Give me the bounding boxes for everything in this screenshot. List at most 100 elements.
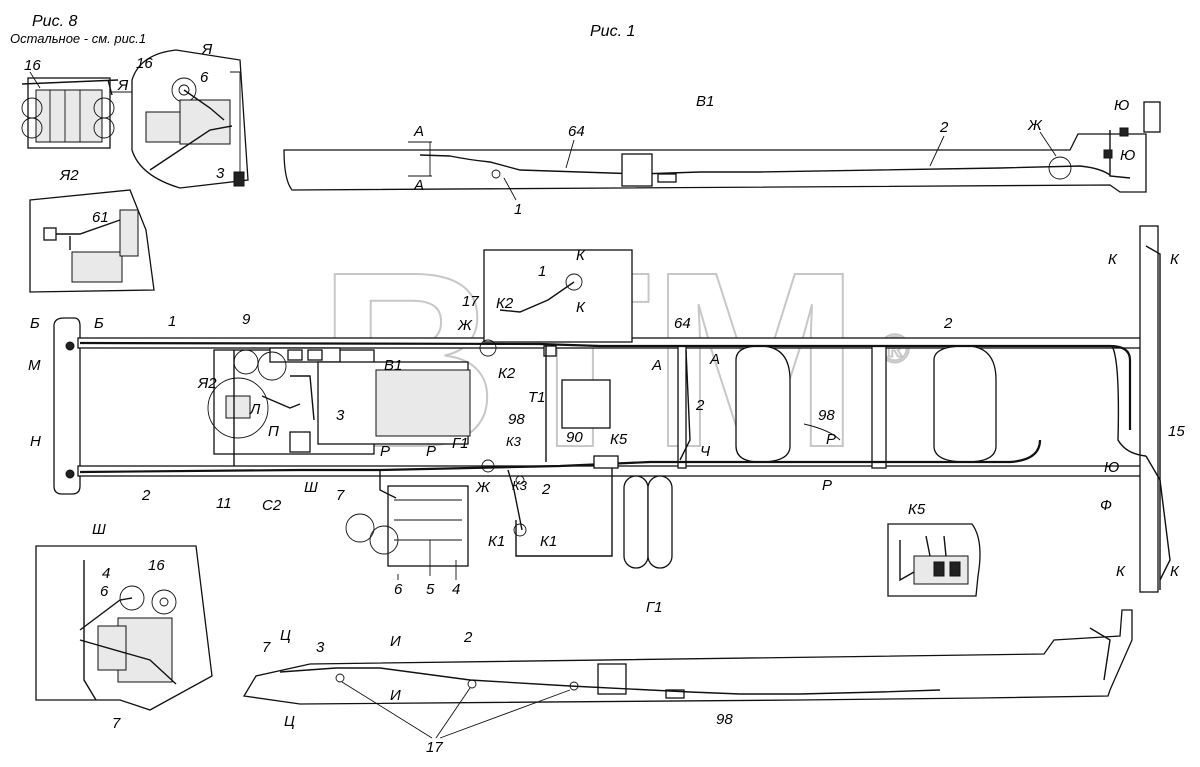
callout-3-c: 3 [316,639,325,656]
section-mark-t1: Т1 [528,389,546,406]
callout-7-b: 7 [112,715,121,732]
callout-3-a: 3 [216,165,225,182]
callout-2-d: 2 [695,397,705,414]
callout-64-b: 64 [674,315,691,332]
view-ya2-title: Я2 [59,167,79,184]
section-mark-a-2: А [413,177,424,194]
callout-90: 90 [566,429,583,446]
section-mark-p: П [268,423,279,440]
section-mark-ts-a: Ц [280,627,291,644]
callout-98-b: 98 [818,407,835,424]
section-mark-zh-c: Ж [475,479,491,496]
callout-1-a: 1 [514,201,522,218]
section-mark-r-1: Р [380,443,390,460]
view-g1-title: Г1 [646,599,663,616]
section-mark-f: Ф [1100,497,1112,514]
section-mark-yu-b: Ю [1120,147,1135,164]
callout-11: 11 [216,495,232,512]
section-mark-zh-b: Ж [457,317,473,334]
section-mark-r-3: Р [826,431,836,448]
callout-16-c: 16 [148,557,165,574]
section-mark-k2-b: К2 [498,365,516,382]
callout-5-a: 5 [426,581,435,598]
callout-16-a: 16 [24,57,41,74]
fig1-title: Рис. 1 [590,23,635,40]
section-mark-g1: Г1 [452,435,469,452]
callout-7-a: 7 [336,487,345,504]
view-ya-detail: Я 16 Я 16 6 3 [21,41,249,189]
section-mark-m: М [28,357,41,374]
section-mark-ch: Ч [700,443,711,460]
callout-4-b: 4 [102,565,110,582]
section-mark-zh-a: Ж [1027,117,1043,134]
section-mark-k1-b: К1 [540,533,557,550]
section-mark-k2-a: К2 [496,295,514,312]
section-mark-v1: В1 [384,357,402,374]
section-mark-i-b: И [390,687,401,704]
view-v1-title: В1 [696,93,714,110]
callout-3-b: 3 [336,407,345,424]
callout-4-a: 4 [452,581,460,598]
section-mark-k1-a: К1 [488,533,505,550]
section-mark-yu-c: Ю [1104,459,1119,476]
view-k5-title: К5 [908,501,926,518]
section-mark-ya: Я [117,77,129,94]
main-chassis-labels: Б Б М Н 1 9 Я2 Л П 2 11 С2 Ш 7 3 В1 Р Р … [28,247,1185,598]
view-sh-detail: Ш 4 6 16 7 [35,521,213,732]
section-mark-sh: Ш [304,479,318,496]
section-mark-ts-b: Ц [284,713,295,730]
callout-6-b: 6 [394,581,403,598]
callout-17-b: 17 [426,739,443,756]
section-mark-k-2: К [576,299,586,316]
view-ya2-detail: Я2 61 [29,167,155,293]
section-mark-b-1: Б [30,315,40,332]
main-chassis-plan [53,225,1171,593]
section-mark-k3-b: К3 [512,478,528,493]
callout-2-e: 2 [943,315,953,332]
section-mark-k-3: К [1108,251,1118,268]
callout-98-c: 98 [716,711,733,728]
callout-64-a: 64 [568,123,585,140]
section-mark-r-4: Р [822,477,832,494]
callout-6-a: 6 [200,69,209,86]
section-mark-k-5: К [1116,563,1126,580]
callout-6-c: 6 [100,583,109,600]
callout-61: 61 [92,209,109,226]
section-mark-b-2: Б [94,315,104,332]
callout-7-c: 7 [262,639,271,656]
section-mark-n: Н [30,433,41,450]
section-mark-r-2: Р [426,443,436,460]
callout-15: 15 [1168,423,1185,440]
view-sh-title: Ш [92,521,106,538]
callout-17-a: 17 [462,293,479,310]
section-mark-a-1: А [413,123,424,140]
section-mark-k-4: К [1170,251,1180,268]
section-mark-a-4: А [709,351,720,368]
callout-9: 9 [242,311,251,328]
callout-2-b: 2 [141,487,151,504]
callout-2-a: 2 [939,119,949,136]
callout-1-b: 1 [168,313,176,330]
fig8-note: Остальное - см. рис.1 [10,31,146,46]
section-mark-l: Л [249,401,261,418]
callout-2-c: 2 [541,481,551,498]
section-mark-k5: К5 [610,431,628,448]
fig8-title: Рис. 8 [32,13,77,30]
section-mark-i-a: И [390,633,401,650]
section-mark-a-3: А [651,357,662,374]
view-v1-detail: В1 64 1 2 Ж А А Ю Ю [283,93,1161,218]
callout-98-a: 98 [508,411,525,428]
section-mark-k3-a: К3 [506,434,522,449]
section-mark-k-6: К [1170,563,1180,580]
callout-2-f: 2 [463,629,473,646]
section-mark-yu-a: Ю [1114,97,1129,114]
callout-1-c: 1 [538,263,546,280]
view-k5-detail: К5 [887,501,981,597]
section-mark-ya2: Я2 [197,375,217,392]
callout-16-b: 16 [136,55,153,72]
view-g1-detail: Г1 7 3 Ц Ц И И 2 98 17 [242,599,1133,756]
section-mark-k-1: К [576,247,586,264]
section-mark-s2: С2 [262,497,282,514]
